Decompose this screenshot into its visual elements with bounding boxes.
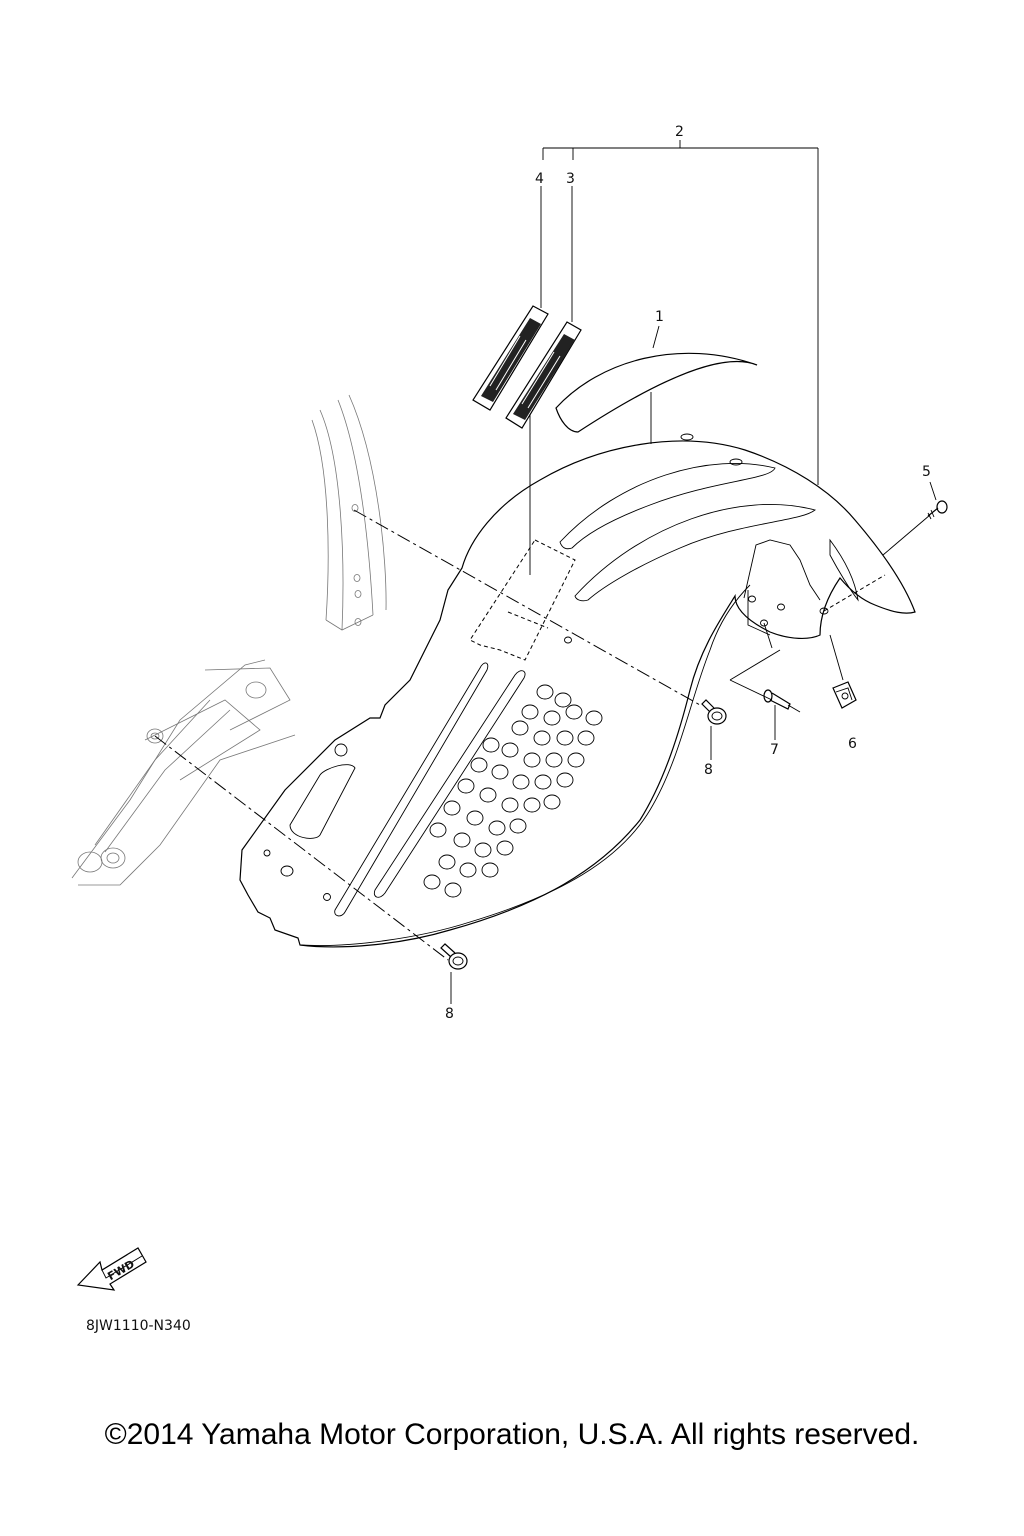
screw-5: [927, 500, 948, 520]
drawing-code: 8JW1110-N340: [86, 1318, 191, 1334]
leader-5: [929, 481, 937, 501]
callout-6: 6: [848, 736, 857, 752]
rear-fender-2: [239, 433, 916, 948]
fwd-arrow-icon: FWD: [76, 1247, 147, 1291]
group-bracket-2: [540, 140, 819, 485]
callout-3: 3: [566, 171, 575, 187]
swingarm-ghost: [71, 659, 296, 886]
warning-label-3: [505, 321, 582, 429]
fender-trim-1: [555, 325, 758, 444]
label-position-outline: [469, 539, 576, 661]
flange-bolt-8-upper: [701, 699, 727, 760]
callout-7: 7: [770, 742, 779, 758]
callout-1: 1: [655, 309, 664, 325]
vent-holes: [423, 684, 603, 898]
flange-bolt-8-lower: [440, 943, 468, 1004]
callout-5: 5: [922, 464, 931, 480]
rivet-7: [763, 689, 801, 740]
copyright-notice: ©2014 Yamaha Motor Corporation, U.S.A. A…: [104, 1418, 920, 1451]
assembly-lines: [154, 509, 931, 961]
callout-8-upper: 8: [704, 762, 713, 778]
callout-8-lower: 8: [445, 1006, 454, 1022]
frame-ghost-upper: [311, 394, 387, 631]
callout-2: 2: [675, 124, 684, 140]
clip-nut-6: [832, 681, 857, 709]
warning-label-4: [472, 305, 549, 411]
fwd-label: FWD: [105, 1257, 136, 1283]
callout-4: 4: [535, 171, 544, 187]
